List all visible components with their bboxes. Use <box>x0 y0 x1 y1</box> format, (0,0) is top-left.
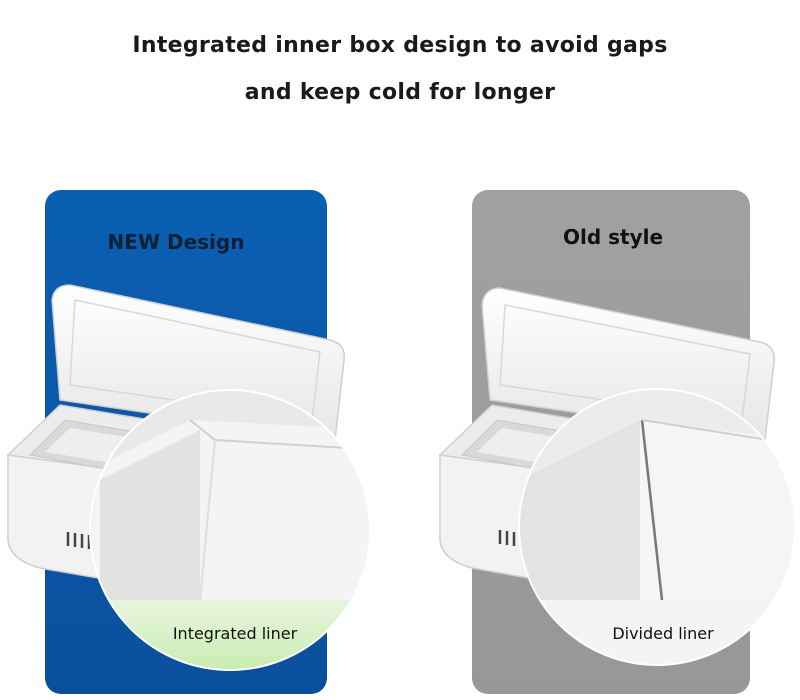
old-style-title: Old style <box>562 225 664 249</box>
divided-liner-caption: Divided liner <box>612 624 714 643</box>
headline-line-2: and keep cold for longer <box>244 80 556 105</box>
old-style-panel: Old style <box>472 190 750 694</box>
new-design-panel: NEW Design <box>45 190 327 694</box>
integrated-liner-caption: Integrated liner <box>172 624 298 643</box>
headline-line-1: Integrated inner box design to avoid gap… <box>132 33 668 58</box>
new-design-title: NEW Design <box>107 230 245 254</box>
